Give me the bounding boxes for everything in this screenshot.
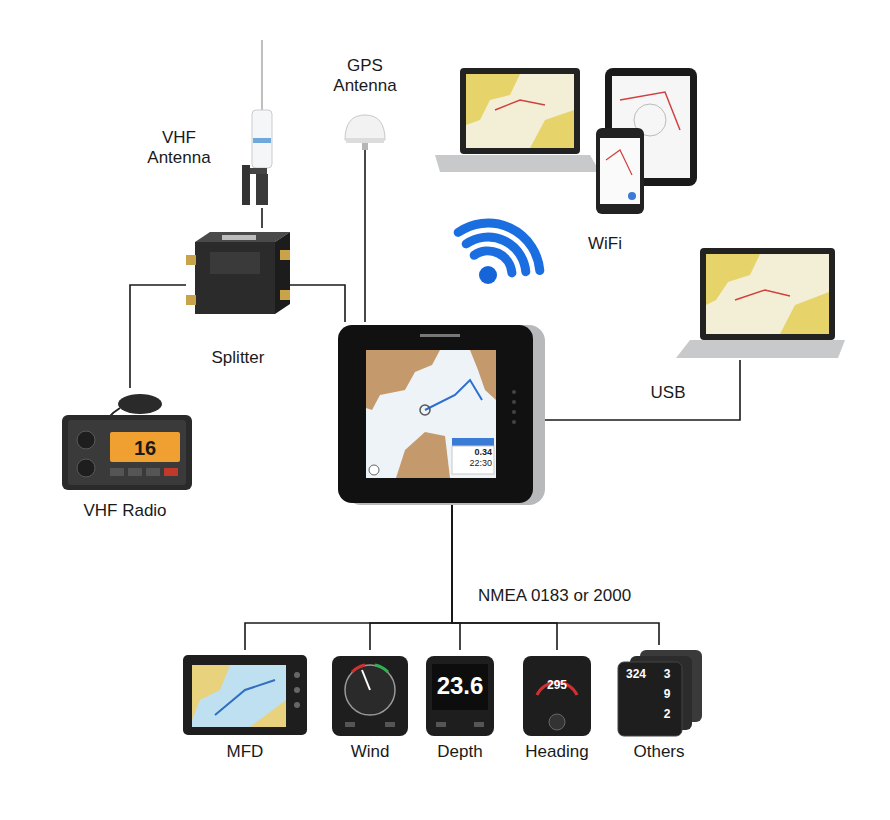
vhf-radio-picture [62, 394, 192, 490]
device-label: GPS Antenna [320, 56, 410, 96]
screen-readout: 2 [660, 707, 674, 721]
other-instruments-picture [618, 650, 702, 736]
connector-line [290, 285, 345, 322]
heading-instrument-picture [523, 656, 591, 736]
connector-line [452, 505, 460, 650]
splitter-picture [186, 232, 290, 314]
wifi-devices-picture [435, 68, 697, 214]
screen-readout: 295 [537, 678, 577, 692]
mfd-picture [183, 655, 307, 735]
other-instruments-node: 324 3 9 2Others [612, 645, 706, 762]
screen-readout: 9 [660, 687, 674, 701]
device-label: VHF Antenna [135, 128, 223, 168]
connector-line [130, 285, 186, 388]
device-label: MFD [180, 742, 310, 762]
vhf-antenna-picture [242, 40, 272, 205]
wind-node: Wind [328, 650, 412, 762]
connector-line [452, 505, 557, 650]
device-label: Wind [328, 742, 412, 762]
central-unit-picture [338, 325, 545, 505]
connector-line [545, 360, 740, 420]
gps-antenna-picture [345, 115, 385, 150]
device-label: USB [646, 383, 690, 403]
usb-laptop-picture [676, 248, 845, 358]
connector-line [370, 505, 452, 650]
central-unit-node: 0.3422:30 [338, 322, 545, 505]
device-label: VHF Radio [50, 501, 200, 521]
gps-antenna-node: GPS Antenna [320, 56, 410, 150]
device-label: Splitter [186, 348, 290, 368]
vhf-radio-node: 16VHF Radio [50, 388, 200, 528]
bus-label: NMEA 0183 or 2000 [478, 586, 678, 606]
device-label: Depth [422, 742, 498, 762]
device-label: WiFi [580, 234, 630, 254]
device-label: Others [612, 742, 706, 762]
device-label: Heading [510, 742, 604, 762]
wifi-devices-node: WiFi [430, 62, 702, 217]
wind-instrument-picture [332, 656, 408, 736]
screen-readout: 16 [125, 436, 165, 460]
connector-line [261, 208, 263, 228]
screen-readout: 0.34 [452, 447, 492, 458]
screen-readout: 324 [621, 667, 651, 681]
heading-node: 295Heading [510, 650, 604, 762]
mfd-node: MFD [180, 650, 310, 762]
wifi-symbol [458, 223, 540, 284]
usb-laptop-node: USB [672, 245, 848, 360]
screen-readout: 3 [660, 667, 674, 681]
connector-line [245, 505, 452, 650]
connector-line [364, 150, 366, 322]
splitter-node: Splitter [186, 228, 290, 370]
depth-node: 23.6Depth [422, 650, 498, 762]
vhf-antenna-node: VHF Antenna [135, 38, 280, 208]
screen-readout: 23.6 [426, 672, 494, 700]
screen-readout: 22:30 [452, 458, 492, 469]
connector-line [452, 505, 659, 645]
depth-instrument-picture [426, 656, 494, 736]
